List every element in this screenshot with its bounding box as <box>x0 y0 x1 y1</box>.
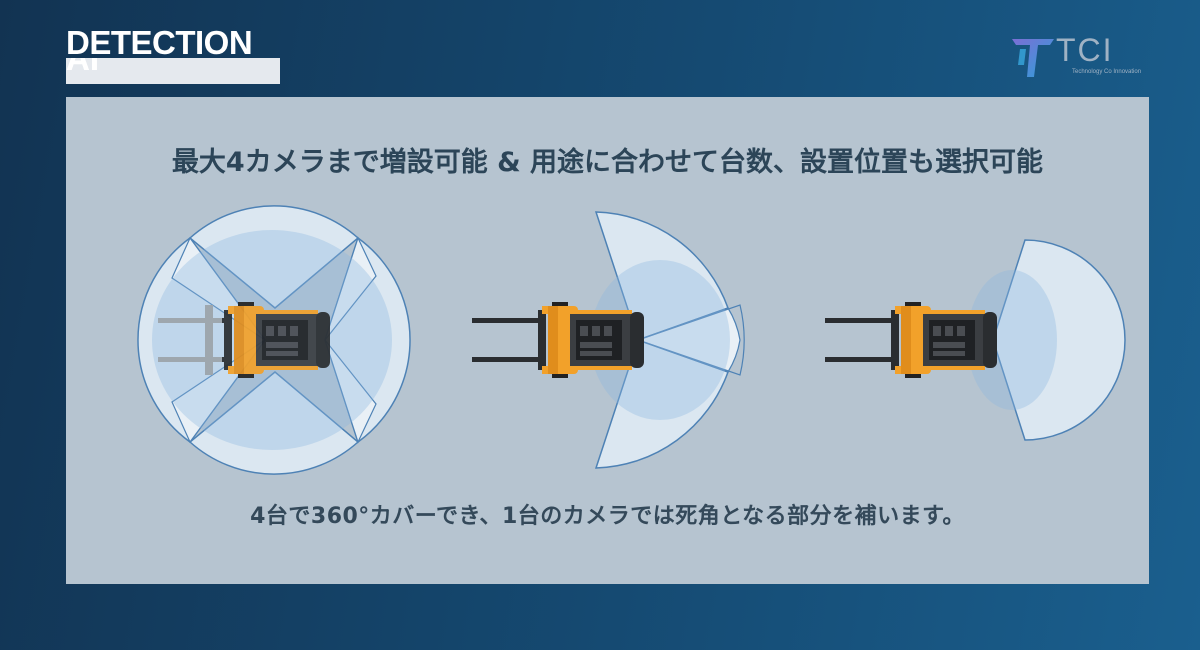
diagram-4-cameras <box>137 205 411 475</box>
content-panel: 最大4カメラまで増設可能 & 用途に合わせて台数、設置位置も選択可能 <box>66 97 1149 584</box>
logo-tagline: Technology Co Innovation <box>1072 69 1142 75</box>
diagram-1-camera <box>825 239 1126 441</box>
brand-title: DETECTION <box>66 24 253 61</box>
logo-name: TCI <box>1056 32 1114 68</box>
tci-logo-icon <box>1012 39 1054 77</box>
panel-caption: 4台で360°カバーでき、1台のカメラでは死角となる部分を補います。 <box>250 504 965 529</box>
camera-coverage-diagrams <box>137 205 1126 475</box>
brand-subtitle: AI <box>66 58 99 77</box>
diagram-2-cameras <box>472 211 745 469</box>
brand-subtitle-bar: AI <box>66 58 280 84</box>
tci-logo: TCI Technology Co Innovation <box>1010 32 1150 81</box>
panel-heading: 最大4カメラまで増設可能 & 用途に合わせて台数、設置位置も選択可能 <box>171 147 1044 178</box>
detection-ai-brand: DETECTION AI <box>66 24 280 84</box>
